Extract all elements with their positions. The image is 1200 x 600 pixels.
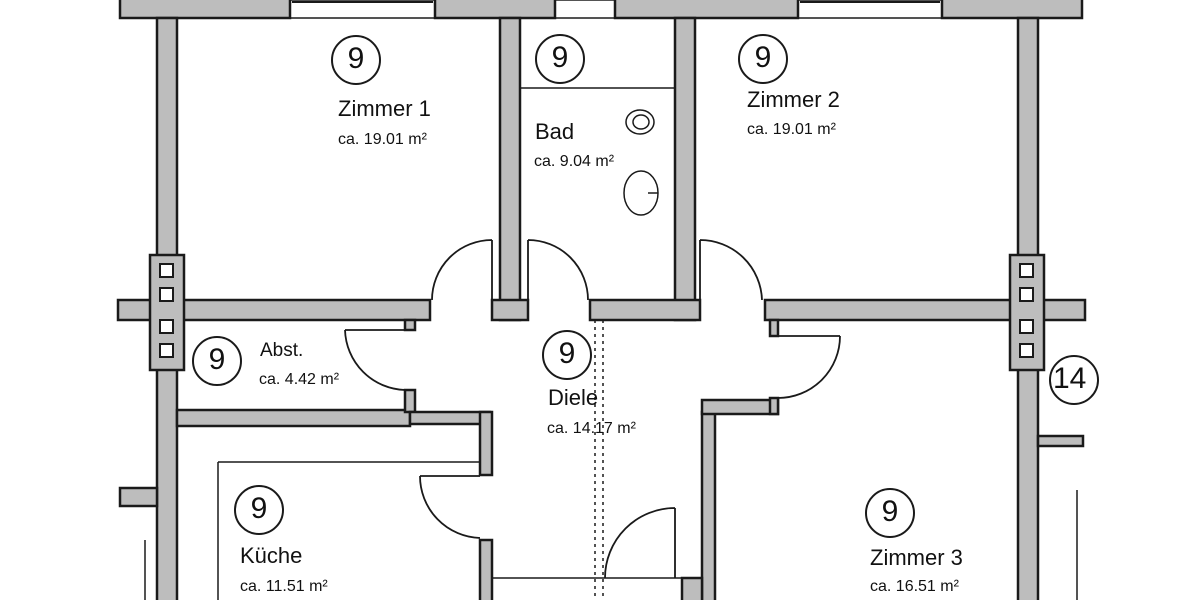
room-name-zimmer-3: Zimmer 3: [870, 545, 963, 570]
room-area-diele: ca. 14.17 m²: [547, 420, 636, 437]
doors: [344, 239, 841, 579]
bathroom-fixtures: [623, 109, 659, 216]
room-area-zimmer-3: ca. 16.51 m²: [870, 578, 959, 595]
room-area-abst: ca. 4.42 m²: [259, 371, 340, 388]
room-area-zimmer-2: ca. 19.01 m²: [747, 121, 836, 138]
inner-lines: [144, 87, 1078, 600]
room-code-kueche: 9: [250, 492, 268, 525]
room-code-adjacent: 14: [1053, 362, 1087, 395]
room-code-abst: 9: [208, 343, 226, 376]
room-name-abst: Abst.: [260, 340, 304, 361]
room-name-kueche: Küche: [240, 543, 303, 568]
walls: [116, 0, 1087, 600]
windows: [289, 0, 943, 19]
toilet-icon: [625, 109, 655, 135]
column-holes: [159, 263, 1034, 358]
room-name-bad: Bad: [535, 119, 575, 144]
room-area-zimmer-1: ca. 19.01 m²: [338, 131, 427, 148]
room-code-badges: [192, 34, 1099, 538]
room-name-zimmer-1: Zimmer 1: [338, 96, 431, 121]
room-code-zimmer-1: 9: [347, 42, 365, 75]
room-code-zimmer-2: 9: [754, 41, 772, 74]
room-area-bad: ca. 9.04 m²: [534, 153, 615, 170]
room-code-bad: 9: [551, 41, 569, 74]
room-name-zimmer-2: Zimmer 2: [747, 87, 840, 112]
room-area-kueche: ca. 11.51 m²: [240, 578, 328, 595]
room-name-diele: Diele: [548, 385, 599, 410]
room-code-diele: 9: [558, 337, 576, 370]
room-code-zimmer-3: 9: [881, 495, 899, 528]
